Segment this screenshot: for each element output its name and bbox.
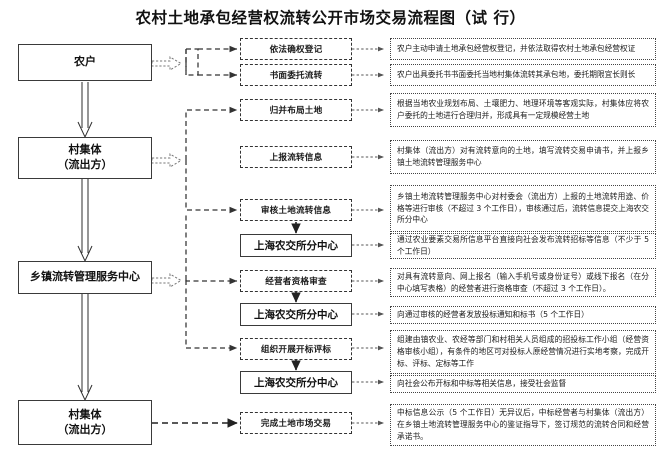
node-farmer[interactable]: 农户: [18, 44, 152, 81]
node-step-bid-opening-label: 组织开展开标评标: [260, 345, 332, 355]
desc-rights-registration-text: 农户主动申请土地承包经营权登记，并依法取得农村土地承包经营权证: [397, 44, 636, 54]
node-step-written-entrustment-label: 书面委托流转: [269, 71, 323, 81]
node-agency-center-3-label: 上海农交所分中心: [254, 377, 338, 389]
desc-publicize-text: 向社会公布开标和中标等相关信息，接受社会监督: [397, 379, 567, 389]
node-step-written-entrustment[interactable]: 书面委托流转: [240, 64, 352, 86]
desc-publish-info: 通过农业要素交易所信息平台直接向社会发布流转招标等信息（不少于 5 个工作日）: [390, 233, 656, 259]
desc-issue-notice: 向通过审核的经营者发放投标通知和标书（5 个工作日）: [390, 306, 656, 324]
node-agency-center-2[interactable]: 上海农交所分中心: [240, 303, 352, 326]
desc-qualification-review-text: 对具有流转意向、网上报名（输入手机号或身份证号）或线下报名（在分中心填写表格）的…: [397, 271, 649, 293]
node-village-collective-top-line1: 村集体: [68, 143, 102, 157]
desc-merge-land-text: 根据当地农业规划布局、土壤肥力、地理环境等客观实际，村集体应将农户委托的土地进行…: [397, 99, 649, 120]
node-village-collective-top-line2: （流出方）: [57, 158, 113, 171]
node-step-complete-transaction[interactable]: 完成土地市场交易: [240, 412, 352, 434]
node-village-collective-bottom-line1: 村集体: [68, 407, 102, 421]
page-title: 农村土地承包经营权流转公开市场交易流程图（试 行）: [135, 8, 526, 27]
node-step-report-info[interactable]: 上报流转信息: [240, 146, 352, 168]
node-township-center[interactable]: 乡镇流转管理服务中心: [18, 261, 152, 294]
node-agency-center-2-label: 上海农交所分中心: [254, 309, 338, 321]
desc-written-entrustment-text: 农户出具委托书书面委托当地村集体流转其承包地，委托期限宜长则长: [397, 70, 636, 80]
node-step-merge-land-label: 归并布局土地: [269, 106, 323, 116]
desc-sign-contract: 中标信息公示（5 个工作日）无异议后，中标经营者与村集体（流出方）在乡镇土地流转…: [390, 404, 656, 446]
desc-written-entrustment: 农户出具委托书书面委托当地村集体流转其承包地，委托期限宜长则长: [390, 64, 656, 86]
node-township-center-label: 乡镇流转管理服务中心: [30, 270, 140, 284]
node-step-merge-land[interactable]: 归并布局土地: [240, 99, 352, 121]
desc-review-info-text: 乡镇土地流转管理服务中心对村委会（流出方）上报的土地流转用途、价格等进行审核（不…: [397, 191, 649, 225]
desc-merge-land: 根据当地农业规划布局、土壤肥力、地理环境等客观实际，村集体应将农户委托的土地进行…: [390, 93, 656, 127]
node-farmer-label: 农户: [74, 55, 96, 69]
node-step-bid-opening[interactable]: 组织开展开标评标: [240, 338, 352, 360]
node-village-collective-bottom-line2: （流出方）: [57, 422, 113, 436]
desc-publish-info-text: 通过农业要素交易所信息平台直接向社会发布流转招标等信息（不少于 5 个工作日）: [397, 235, 649, 256]
node-step-rights-registration[interactable]: 依法确权登记: [240, 38, 352, 60]
desc-sign-contract-text: 中标信息公示（5 个工作日）无异议后，中标经营者与村集体（流出方）在乡镇土地流转…: [397, 408, 649, 441]
node-step-review-info[interactable]: 审核土地流转信息: [240, 199, 352, 221]
node-village-collective-top[interactable]: 村集体 （流出方）: [18, 137, 152, 179]
desc-bid-group: 组建由镇农业、农经等部门和村相关人员组成的招投标工作小组（经营资格审核小组），有…: [390, 330, 656, 374]
node-agency-center-3[interactable]: 上海农交所分中心: [240, 371, 352, 394]
node-agency-center-1-label: 上海农交所分中心: [254, 240, 338, 252]
desc-report-info: 村集体（流出方）对有流转意向的土地，填写流转交易申请书，并上报乡镇土地流转管理服…: [390, 140, 656, 174]
desc-issue-notice-text: 向通过审核的经营者发放投标通知和标书（5 个工作日）: [397, 310, 589, 320]
node-step-qualification-review-label: 经营者资格审查: [265, 277, 327, 287]
node-village-collective-bottom[interactable]: 村集体 （流出方）: [18, 400, 152, 445]
desc-review-info: 乡镇土地流转管理服务中心对村委会（流出方）上报的土地流转用途、价格等进行审核（不…: [390, 185, 656, 232]
node-step-qualification-review[interactable]: 经营者资格审查: [240, 270, 352, 292]
desc-qualification-review: 对具有流转意向、网上报名（输入手机号或身份证号）或线下报名（在分中心填写表格）的…: [390, 268, 656, 297]
desc-bid-group-text: 组建由镇农业、农经等部门和村相关人员组成的招投标工作小组（经营资格审核小组），有…: [397, 335, 649, 368]
node-step-rights-registration-label: 依法确权登记: [269, 45, 323, 55]
node-agency-center-1[interactable]: 上海农交所分中心: [240, 234, 352, 257]
desc-report-info-text: 村集体（流出方）对有流转意向的土地，填写流转交易申请书，并上报乡镇土地流转管理服…: [397, 146, 649, 167]
node-step-review-info-label: 审核土地流转信息: [260, 206, 332, 216]
node-step-complete-transaction-label: 完成土地市场交易: [260, 419, 332, 429]
node-step-report-info-label: 上报流转信息: [269, 153, 323, 163]
desc-publicize: 向社会公布开标和中标等相关信息，接受社会监督: [390, 375, 656, 393]
desc-rights-registration: 农户主动申请土地承包经营权登记，并依法取得农村土地承包经营权证: [390, 38, 656, 60]
